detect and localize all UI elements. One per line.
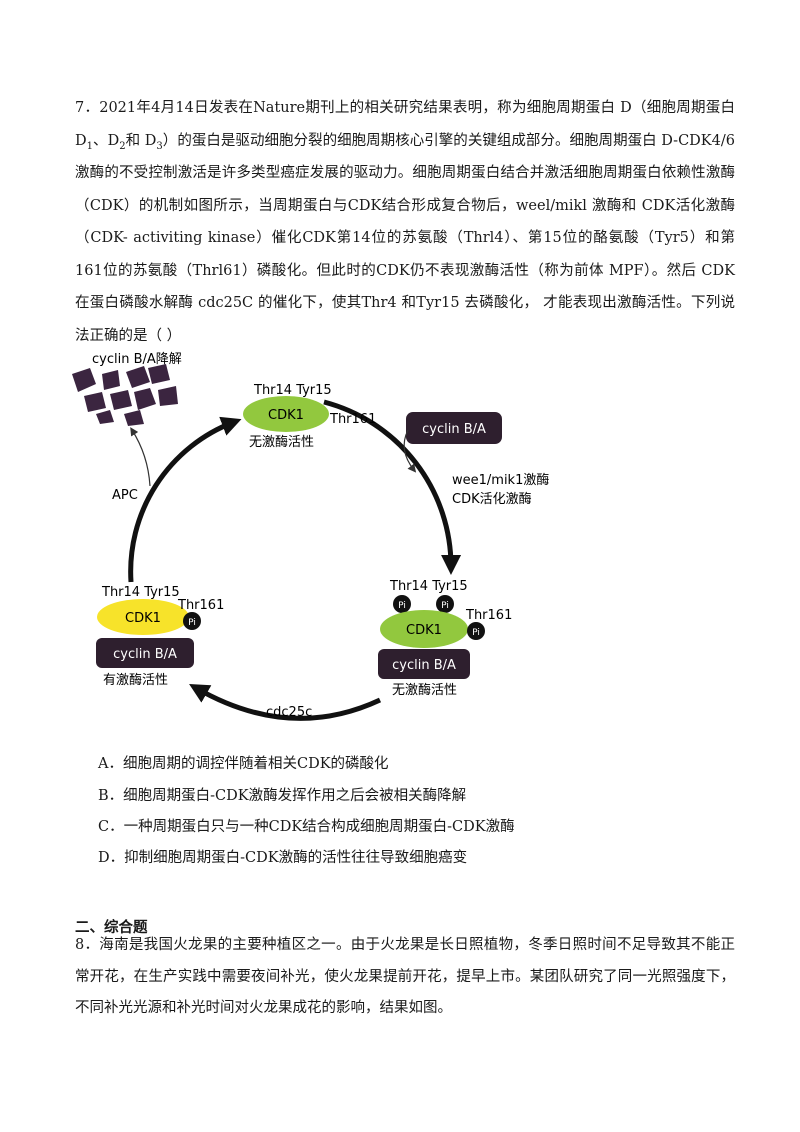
cyclin-binding-arrow [403,429,417,473]
right-pi-2 [436,595,454,613]
right-pi-3-label: Pi [472,628,480,638]
right-cdk1-label: CDK1 [406,623,442,638]
kinase-label-2: CDK活化激酶 [452,491,532,507]
right-pi-1-label: Pi [398,601,406,611]
right-pi-2-label: Pi [441,601,449,611]
cdc25c-label: cdc25c [266,705,312,720]
left-pi-label: Pi [188,618,196,628]
section-2-title: 二、综合题 [75,920,148,936]
right-pi-1 [393,595,411,613]
top-cdk1 [243,396,329,432]
apc-arrow [130,427,151,487]
right-sites-label: Thr14 Tyr15 [389,579,468,594]
right-cyclin-box [378,649,470,679]
left-cdk1 [97,599,189,635]
kinase-label-1: wee1/mik1激酶 [452,472,549,488]
option-b: B．细胞周期蛋白-CDK激酶发挥作用之后会被相关酶降解 [98,788,467,804]
left-cyclin-label: cyclin B/A [113,647,177,662]
cdk-cycle-diagram: cyclin B/A降解 APC Thr14 Tyr15 CDK1 Thr161… [72,352,549,721]
top-status-label: 无激酶活性 [249,434,314,450]
right-thr161-label: Thr161 [465,608,512,623]
left-sites-label: Thr14 Tyr15 [101,585,180,600]
left-thr161-label: Thr161 [177,598,224,613]
left-cyclin-box [96,638,194,668]
left-cdk1-label: CDK1 [125,611,161,626]
top-thr161-label: Thr161 [329,412,376,427]
incoming-cyclin-label: cyclin B/A [422,422,486,437]
right-pi-3 [467,622,485,640]
option-c: C．一种周期蛋白只与一种CDK结合构成细胞周期蛋白-CDK激酶 [98,819,515,835]
arc-bottom [189,684,382,721]
question-8-stem: 8．海南是我国火龙果的主要种植区之一。由于火龙果是长日照植物，冬季日照时间不足导… [75,937,735,1016]
right-cdk1 [380,610,468,648]
cyclin-fragments [72,364,178,426]
top-cdk1-label: CDK1 [268,408,304,423]
option-a: A．细胞周期的调控伴随着相关CDK的磷酸化 [98,756,389,772]
right-status-label: 无激酶活性 [392,682,457,698]
top-sites-label: Thr14 Tyr15 [253,383,332,398]
option-d: D．抑制细胞周期蛋白-CDK激酶的活性往往导致细胞癌变 [98,850,468,866]
degrade-label: cyclin B/A降解 [92,352,182,367]
left-status-label: 有激酶活性 [103,672,168,688]
left-pi [183,612,201,630]
arc-left [128,416,242,583]
incoming-cyclin-box [406,412,502,444]
arc-top-right [323,399,462,575]
question-7-stem: 7．2021年4月14日发表在Nature期刊上的相关研究结果表明，称为细胞周期… [75,100,735,344]
right-cyclin-label: cyclin B/A [392,658,456,673]
apc-label: APC [112,488,138,503]
